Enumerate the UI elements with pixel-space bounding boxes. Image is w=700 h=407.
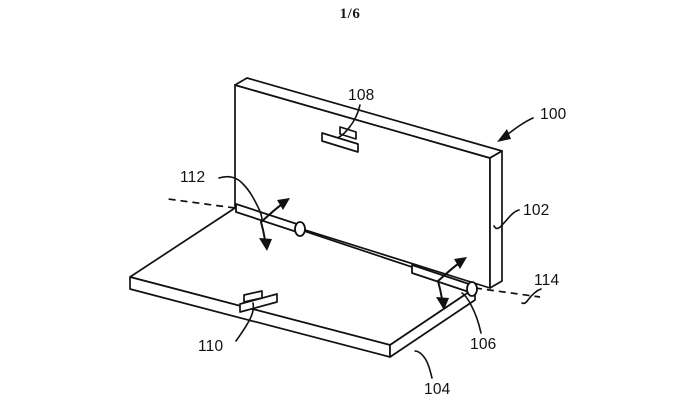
hinge-pin-right-end-cap — [466, 281, 478, 297]
latch-lower-plate — [239, 293, 278, 313]
page-number: 1/6 — [339, 6, 361, 22]
rotation-arrow-right-lower-head — [436, 297, 449, 310]
leader-line-latch-upper — [338, 104, 361, 138]
hinge-pin-left — [235, 203, 306, 237]
leader-line-upper-panel — [493, 209, 520, 230]
rotation-arrow-right-upper-curve — [437, 263, 459, 282]
leader-line-assembly — [507, 117, 534, 135]
rotation-arrow-left-upper-curve — [260, 204, 282, 223]
ref-label-latch-upper: 108 — [348, 87, 374, 104]
ref-label-hinge-axis-left: 112 — [180, 169, 205, 186]
rotation-arrow-left-upper-head — [277, 198, 290, 210]
ref-label-hinge-axis-right: 114 — [534, 272, 559, 289]
hinge-axis-line-left — [167, 198, 236, 209]
rotation-arrow-right-upper-head — [454, 257, 467, 269]
lower-panel-right-side-face — [389, 287, 476, 358]
leader-line-lower-panel — [414, 350, 433, 379]
leader-line-hinge-axis-left — [218, 175, 263, 221]
latch-lower-tab — [243, 290, 263, 303]
ref-label-upper-panel: 102 — [523, 202, 549, 219]
upper-panel-right-edge-face — [489, 150, 503, 289]
ref-label-latch-lower: 110 — [198, 338, 223, 355]
rotation-arrow-right — [436, 257, 467, 310]
leader-line-hinge-right — [461, 292, 482, 334]
latch-upper-tab — [339, 126, 357, 140]
latch-upper-plate — [321, 132, 359, 153]
ref-label-lower-panel: 104 — [424, 381, 451, 398]
rotation-arrow-left-lower-head — [259, 238, 272, 251]
ref-label-assembly: 100 — [540, 106, 567, 123]
leader-line-hinge-axis-right — [521, 288, 542, 305]
leader-arrow-assembly — [497, 129, 511, 142]
hinge-axis-line-right — [474, 287, 541, 298]
hinge-pin-left-end-cap — [294, 221, 306, 237]
hinge-pin-right — [411, 264, 478, 297]
rotation-arrow-left — [259, 198, 290, 251]
ref-label-hinge-right: 106 — [470, 336, 496, 353]
leader-line-latch-lower — [235, 302, 255, 342]
